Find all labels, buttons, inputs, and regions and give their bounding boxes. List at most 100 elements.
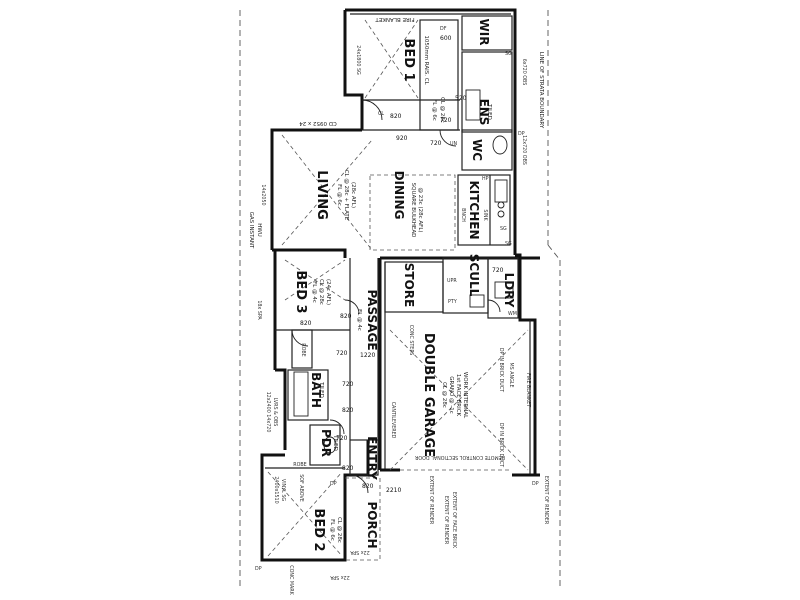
note-bed1-0: 1050mm RAIS. CL [423,35,429,85]
dim-720e: 720 [336,350,348,357]
note-hp: HP [482,176,489,182]
note-sof-above: SOF ABOVE [298,474,304,502]
interior-walls [265,15,529,561]
note-cantilevered: CANTILEVERED [390,402,396,439]
dim-520: 520 [455,95,467,102]
note-window-bath-b: LVRS & OBS [272,398,278,427]
note-fire-blanket: FIRE BLANKET [525,373,531,407]
note-bed3-1: CL @ 28c [318,279,324,305]
dim-820a: 820 [340,313,352,320]
label-kitchen: KITCHEN [467,180,481,239]
note-extent-render: EXTENT OF RENDER [428,476,434,525]
label-wc: WC [470,139,484,161]
dim-820c: 820 [342,407,354,414]
note-hwu: HWU [256,223,262,237]
note-sg: SG [500,226,507,232]
dim-1220: 1220 [360,352,375,359]
note-dp-3: DP [330,481,337,487]
note-sink: SINK [482,209,488,221]
note-dining-0: SQUARE BULKHEAD [410,183,416,238]
label-dining: DINING [392,171,406,220]
dim-820f: 820 [362,483,374,490]
label-ldry: LDRY [502,273,516,308]
note-dp-2: DP [518,131,525,137]
label-bed3: BED 3 [293,270,308,313]
note-strata: LINE OF STRATA BOUNDARY [538,52,544,129]
dim-600: 600 [440,35,452,42]
note-window-top: 24x1800 SG [355,45,361,75]
dim-820b: 820 [300,320,312,327]
note-spa-1: 18x SPA [256,300,262,320]
door-swings [291,99,501,494]
dim-720d: 720 [336,435,348,442]
note-living-0: FL @ 6c [336,184,342,206]
note-bed1-2: CL @ 28c [439,97,445,123]
note-spa-2: 22x SPA [350,549,370,555]
note-bed2-0: FL @ 6c [329,519,335,541]
note-bath: TILED [318,381,324,398]
note-window-bed2-b: VINYL SG [280,479,286,501]
note-pty: PTY [448,299,457,305]
note-bed3-0: FL @ 4c [311,281,317,303]
dim-720c: 720 [342,381,354,388]
note-wm: WM [508,311,517,317]
label-wir: WIR [477,19,491,46]
label-passage: PASSAGE [365,289,379,350]
strata-boundary-lines [239,10,561,590]
note-extent-render-2: EXTENT OF RENDER [443,496,449,545]
dim-920: 920 [396,135,408,142]
label-bath: BATH [309,372,323,408]
note-window-ens: 6x720 OBS [521,59,527,86]
note-bnch: BNCH [460,208,466,222]
note-sg-3: SG [505,241,512,247]
label-ens: ENS [477,99,491,126]
note-remote-door: REMOTE CONTROL SECTIONAL DOOR [414,454,505,460]
note-un: UN [450,141,458,147]
note-sg-2: SG [505,51,512,57]
label-robe: ROBE [300,343,306,356]
note-garage-0: CL @ 28c [441,382,447,408]
note-garage-2: 1st FACE BRICK [455,374,461,417]
room-labels: BED 1 1050mm RAIS. CL FL @ 6c CL @ 28c W… [293,19,516,552]
label-living: LIVING [314,170,329,220]
dim-2210: 2210 [386,487,401,494]
label-double-garage: DOUBLE GARAGE [421,333,436,457]
annotations: FIRE BLANKET LINE OF STRATA BOUNDARY CD … [248,16,549,596]
dim-720f: 720 [492,267,504,274]
note-dining-1: @ 23c (28c AFL) [417,187,423,232]
note-upr: UPR [447,278,457,284]
note-spa-3: 22x SPA [330,574,350,580]
note-cd-top: CD 0952 x 24 [299,120,337,126]
dim-820d: 820 [342,465,354,472]
note-dp: DP [255,566,262,572]
note-brick-duct-2: DP IN BRICK DUCT [498,423,504,467]
note-window-wc: 12x720 OBS [521,135,527,165]
note-garage-3: WORK INTERNAL [462,372,468,419]
fixtures [323,89,514,454]
label-store: STORE [402,263,416,307]
note-ms-angle: MS ANGLE [508,363,514,388]
note-extent-render-3: EXTENT OF RENDER [543,476,549,525]
note-df: DF [440,26,447,32]
label-bed1: BED 1 [401,38,416,81]
label-bed2: BED 2 [311,508,326,551]
note-gas-instant: GAS INSTANT [248,212,254,249]
note-window-bath: 12x2400 14x720 [265,392,271,433]
note-ens: TILED [486,103,492,120]
note-bed2-1: CL @ 28c [336,517,342,543]
note-passage: FL @ 4c [356,309,362,331]
dimensions: 720 720 720 720 720 720 820 820 820 820 … [300,35,504,494]
dim-720b: 720 [440,117,452,124]
label-pdr: PDR [319,429,333,457]
label-entry: ENTRY [365,436,379,480]
label-scull: SCULL [467,254,481,297]
dim-820e: 820 [390,113,402,120]
note-bed1-1: FL @ 6c [431,99,437,121]
note-extent-brick: EXTENT OF FACE BRICK [451,492,457,549]
note-conc-mark: CONC MARK [288,565,294,595]
note-dp-4: DP [532,481,539,487]
note-bed3-2: (24c AFL) [325,279,331,305]
note-brick-duct: DP IN BRICK DUCT [498,348,504,392]
dim-720a: 720 [430,140,442,147]
